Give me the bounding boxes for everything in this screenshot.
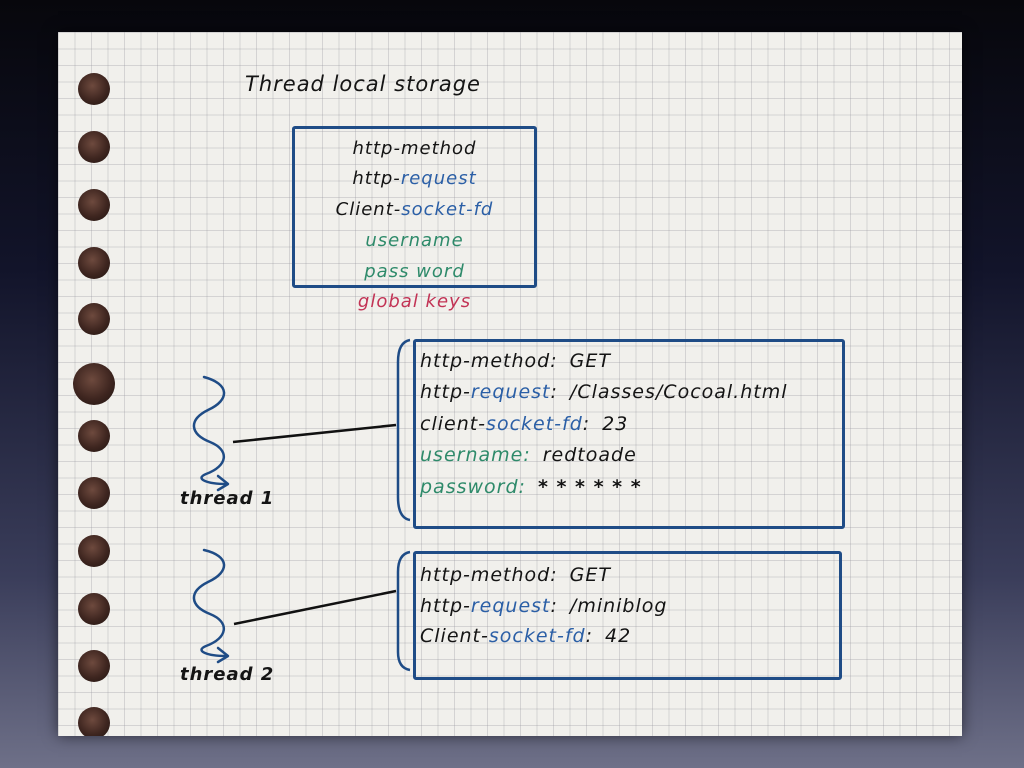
thread-1-entry: password: * * * * * * (420, 476, 642, 498)
thread-1-entry: http-method: GET (420, 350, 611, 372)
global-key-item: http-method (292, 138, 537, 159)
key-segment: http-method (420, 350, 551, 372)
key-segment: Client- (335, 199, 402, 220)
thread-2-arrowhead (216, 646, 230, 664)
thread-2-bracket (396, 550, 411, 672)
key-segment: request (400, 168, 477, 189)
key-segment: : (550, 350, 558, 372)
entry-value: GET (569, 350, 611, 372)
binder-hole (73, 363, 115, 405)
thread-2-label: thread 2 (180, 664, 275, 685)
global-keys-box (292, 126, 537, 288)
binder-hole (78, 477, 110, 509)
thread-2-entry: http-request: /miniblog (420, 595, 667, 617)
thread-2-entry: http-method: GET (420, 564, 611, 586)
thread-2-storage-box (413, 551, 842, 680)
binder-hole (78, 420, 110, 452)
entry-value: GET (569, 564, 611, 586)
key-segment: http-method (420, 564, 551, 586)
key-segment: socket-fd (486, 413, 583, 435)
key-segment: : (523, 444, 531, 466)
binder-hole (78, 131, 110, 163)
key-segment: pass word (364, 261, 465, 282)
key-segment: username (365, 230, 464, 251)
thread-2-connector-line (233, 589, 397, 626)
thread-1-entry: client-socket-fd:23 (420, 413, 628, 435)
key-segment: username (420, 444, 524, 466)
thread-1-entry: http-request: /Classes/Cocoal.html (420, 381, 788, 403)
global-key-item: Client-socket-fd (292, 199, 537, 220)
entry-value: redtoade (542, 444, 637, 466)
global-key-item: pass word (292, 261, 537, 282)
key-segment: : (550, 595, 558, 617)
thread-1-storage-box (413, 339, 845, 529)
key-segment: password (420, 476, 519, 498)
key-segment: http- (352, 168, 401, 189)
thread-1-arrowhead (216, 474, 230, 492)
thread-1-label: thread 1 (180, 488, 275, 509)
connector-drawing (192, 338, 411, 672)
binder-hole (78, 593, 110, 625)
thread-1-bracket (396, 338, 411, 522)
key-segment: : (518, 476, 526, 498)
thread-2-entry: Client-socket-fd:42 (420, 625, 631, 647)
key-segment: http- (420, 595, 471, 617)
key-segment: : (585, 625, 593, 647)
global-keys-caption: global keys (357, 291, 472, 312)
key-segment: socket-fd (401, 199, 494, 220)
key-segment: : (550, 564, 558, 586)
entry-value: /Classes/Cocoal.html (569, 381, 788, 403)
diagram-title: Thread local storage (245, 72, 481, 96)
entry-value: 42 (605, 625, 632, 647)
global-key-item: http-request (292, 168, 537, 189)
key-segment: client- (420, 413, 487, 435)
binder-hole (78, 73, 110, 105)
key-segment: Client- (420, 625, 489, 647)
binder-hole (78, 535, 110, 567)
thread-1-entry: username: redtoade (420, 444, 637, 466)
entry-value: 23 (602, 413, 629, 435)
thread-1-connector-line (232, 423, 397, 444)
binder-hole (78, 303, 110, 335)
binder-hole (78, 707, 110, 736)
binder-hole (78, 650, 110, 682)
entry-value: * * * * * * (537, 476, 642, 498)
key-segment: http- (420, 381, 471, 403)
key-segment: http-method (352, 138, 477, 159)
key-segment: request (470, 595, 551, 617)
key-segment: : (582, 413, 591, 435)
binder-hole (78, 247, 110, 279)
entry-value: /miniblog (569, 595, 668, 617)
thread-1-wavy-arrow (192, 375, 228, 486)
key-segment: : (550, 381, 558, 403)
binder-hole (78, 189, 110, 221)
key-segment: request (470, 381, 551, 403)
global-key-item: username (292, 230, 537, 251)
thread-2-wavy-arrow (192, 548, 228, 658)
notebook-page: Thread local storage http-method http-re… (58, 32, 962, 736)
key-segment: socket-fd (488, 625, 586, 647)
